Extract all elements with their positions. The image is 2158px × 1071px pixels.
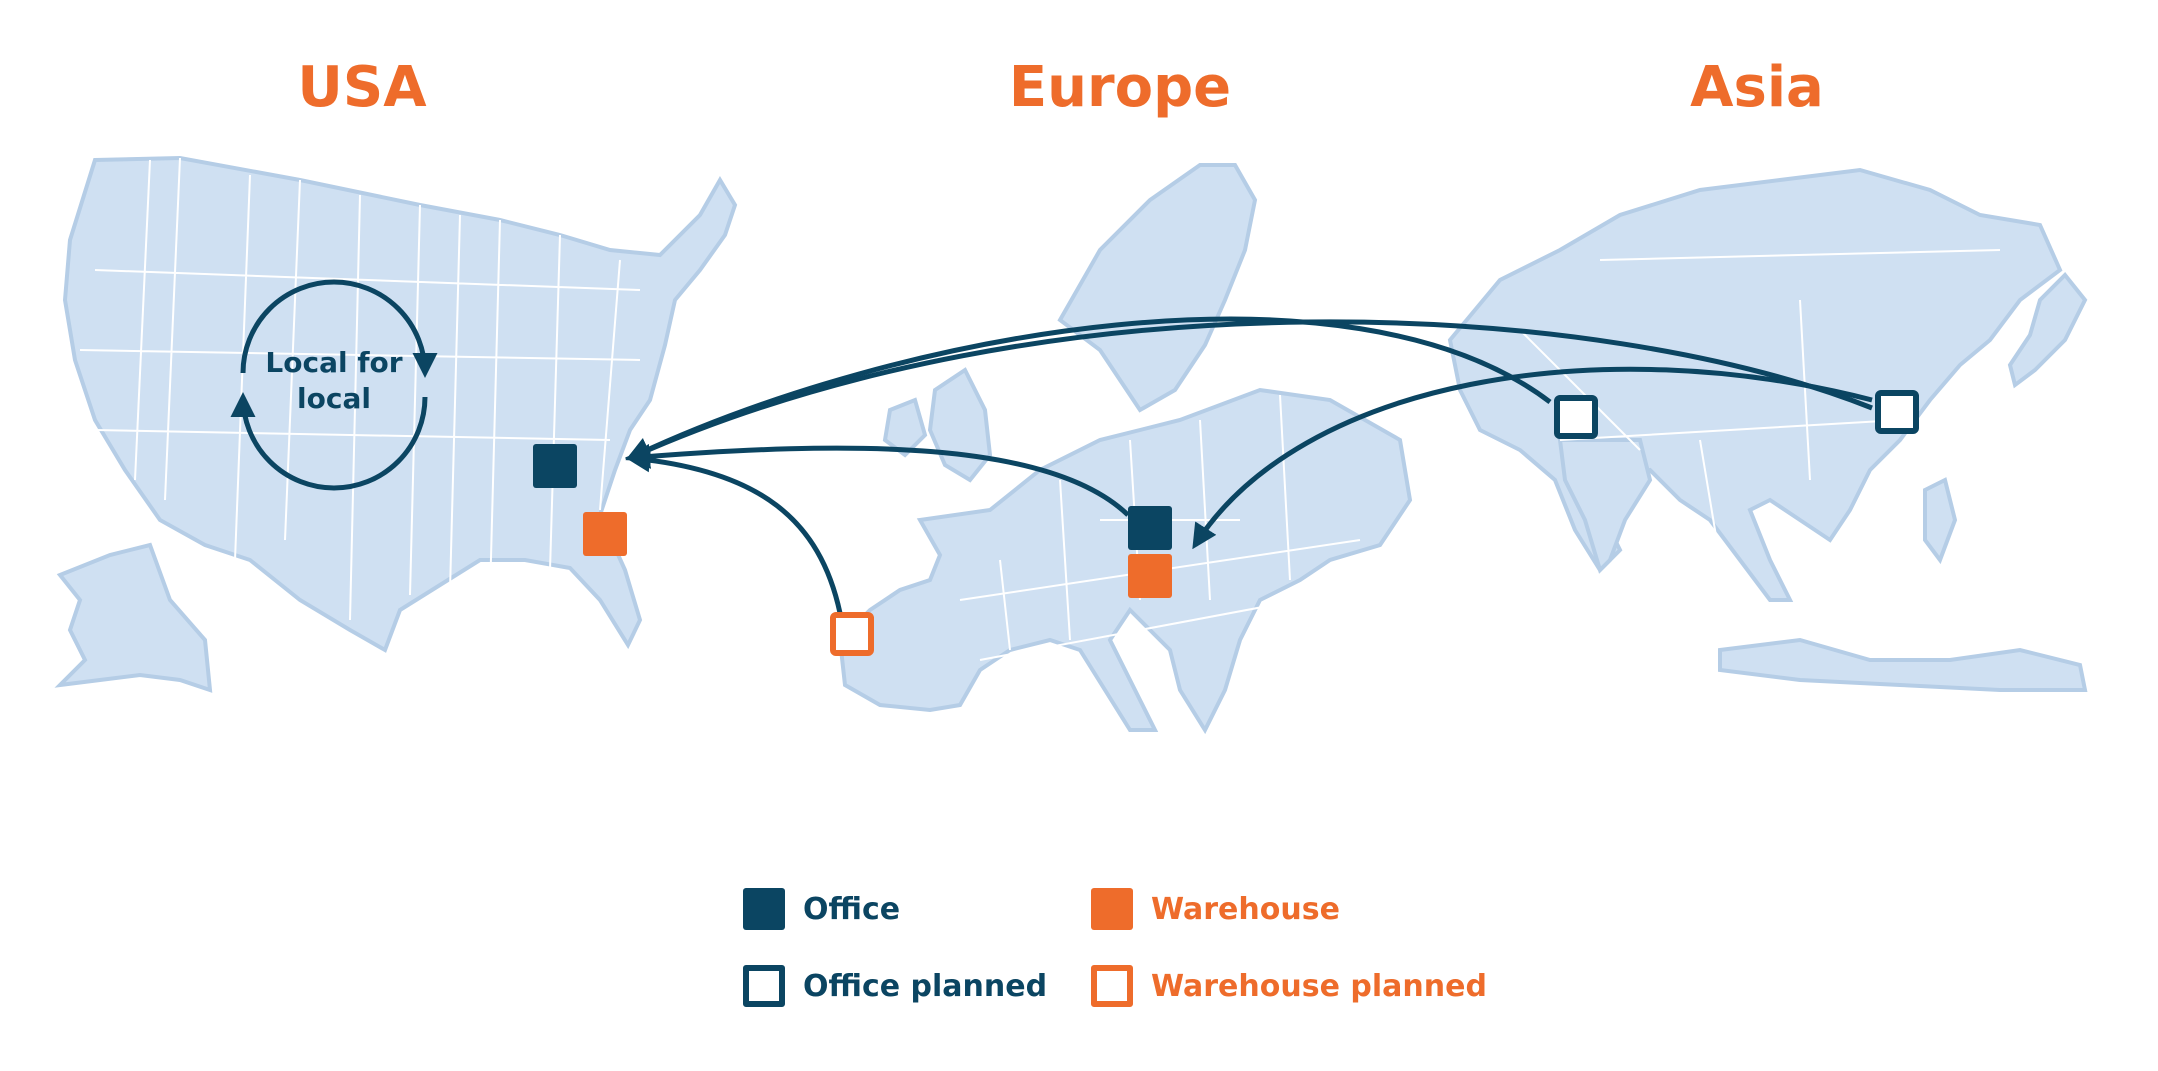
cycle-arc-left [230, 392, 428, 491]
warehouse-planned-swatch-icon [1091, 965, 1133, 1007]
legend-item-warehouse: Warehouse [1091, 888, 1340, 930]
alaska [54, 542, 213, 693]
region-title-europe: Europe [1008, 55, 1232, 120]
legend-label-office: Office [803, 891, 901, 927]
warehouse-swatch-icon [1091, 888, 1133, 930]
legend-label-office-planned: Office planned [803, 968, 1048, 1004]
scandinavia [1057, 163, 1258, 413]
asia-landmass [1447, 167, 2088, 692]
local-for-local-cycle [230, 279, 438, 491]
legend-item-warehouse-planned: Warehouse planned [1091, 965, 1487, 1007]
site-marker-china-office [1875, 390, 1919, 434]
british-isles [927, 367, 993, 483]
legend-label-warehouse: Warehouse [1151, 891, 1340, 927]
flow-arrow-india-office-to-usa-office [625, 316, 1552, 461]
europe-mainland [837, 387, 1413, 735]
japan [2007, 272, 2088, 389]
site-marker-usa-warehouse [583, 512, 627, 556]
asia-mainland [1447, 167, 2063, 602]
indonesia [1718, 637, 2088, 692]
site-marker-europe-warehouse [1128, 554, 1172, 598]
local-for-local-label: Local for local [234, 345, 434, 417]
flow-arrow-europe-office-to-usa-office [625, 443, 1130, 517]
cycle-arc-right [240, 279, 438, 378]
site-marker-india-office [1554, 395, 1598, 439]
cycle-label-line1: Local for [265, 346, 403, 379]
ireland [882, 397, 928, 458]
office-planned-swatch-icon [743, 965, 785, 1007]
legend-label-warehouse-planned: Warehouse planned [1151, 968, 1487, 1004]
region-title-asia: Asia [1690, 55, 1824, 120]
flow-arrow-portugal-warehouse-to-usa-office [625, 447, 843, 614]
philippines [1923, 477, 1958, 565]
site-marker-europe-office [1128, 506, 1172, 550]
flow-arrows [625, 316, 1873, 614]
legend-item-office: Office [743, 888, 900, 930]
site-marker-portugal-warehouse [830, 612, 874, 656]
region-title-usa: USA [297, 55, 427, 120]
cycle-label-line2: local [297, 382, 371, 415]
usa-mainland [62, 155, 738, 653]
office-swatch-icon [743, 888, 785, 930]
flow-arrow-china-office-to-europe-office [1192, 366, 1873, 550]
europe-landmass [837, 163, 1413, 735]
flow-arrow-china-office-to-usa-office [625, 319, 1873, 462]
legend-item-office-planned: Office planned [743, 965, 1047, 1007]
site-markers [533, 390, 1919, 656]
asia-borders [1519, 249, 2001, 561]
usa-landmass [54, 155, 738, 693]
site-marker-usa-office [533, 444, 577, 488]
indian-peninsula [1557, 438, 1653, 574]
